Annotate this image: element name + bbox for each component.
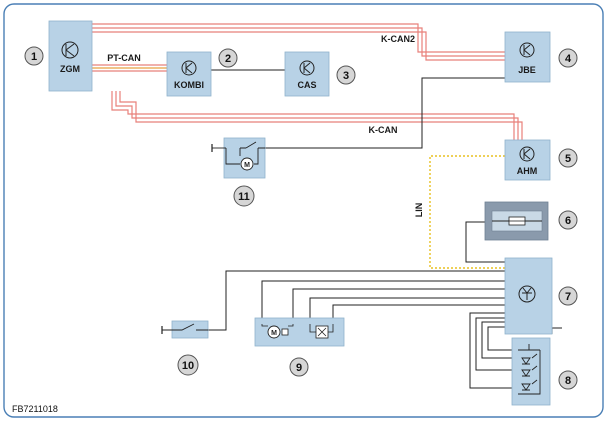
module-motor-unit: M (254, 317, 345, 347)
transistor-icon (181, 60, 197, 76)
jbe-motor-switch-wire (265, 77, 505, 149)
svg-text:4: 4 (565, 53, 572, 65)
transistor-icon (519, 146, 535, 162)
module-fuse-unit (484, 201, 549, 241)
k-can-bus (111, 91, 523, 140)
led-icon (521, 365, 538, 377)
number-bubble-2: 2 (218, 48, 238, 68)
svg-text:M: M (244, 162, 250, 169)
svg-text:9: 9 (296, 362, 302, 374)
kombi-label: KOMBI (174, 80, 204, 90)
svg-text:8: 8 (565, 375, 571, 387)
k-can2-bus (92, 23, 505, 61)
led-icon (521, 379, 538, 391)
module7-led-wires (469, 312, 562, 389)
number-bubble-5: 5 (558, 148, 578, 168)
svg-text:5: 5 (565, 153, 571, 165)
module-jbe: JBE (504, 31, 551, 83)
module-zgm: ZGM (48, 20, 93, 92)
number-bubble-11: 11 (233, 185, 255, 207)
lin-bus (429, 155, 505, 269)
motor-icon (240, 157, 254, 171)
svg-text:6: 6 (565, 215, 571, 227)
number-bubble-7: 7 (558, 286, 578, 306)
transistor-icon (299, 60, 315, 76)
motor-icon (267, 325, 281, 339)
number-bubble-1: 1 (24, 46, 44, 66)
ahm-label: AHM (517, 166, 538, 176)
pt-can-label: PT-CAN (107, 53, 141, 63)
led-icon (521, 353, 538, 365)
number-bubbles: 1 2 3 4 5 6 7 8 9 10 11 (24, 46, 578, 390)
number-bubble-9: 9 (289, 357, 309, 377)
svg-text:11: 11 (238, 191, 250, 203)
k-can2-label: K-CAN2 (381, 34, 415, 44)
svg-text:3: 3 (343, 70, 349, 82)
number-bubble-3: 3 (336, 65, 356, 85)
module-motor-switch: M (211, 137, 266, 179)
fuse-wire (465, 221, 505, 263)
svg-text:1: 1 (31, 51, 37, 63)
module-trailer (504, 257, 553, 335)
svg-text:7: 7 (565, 291, 571, 303)
diagram-frame (3, 3, 604, 418)
transistor-icon (519, 42, 535, 58)
lin-label: LIN (414, 203, 424, 218)
transistor-icon (61, 41, 79, 59)
zgm-label: ZGM (60, 64, 80, 74)
number-bubble-6: 6 (558, 210, 578, 230)
number-bubble-8: 8 (558, 370, 578, 390)
module-led-unit (511, 337, 551, 406)
number-bubble-4: 4 (558, 48, 578, 68)
module-kombi: KOMBI (166, 51, 212, 97)
transistor-icon (518, 285, 536, 303)
svg-text:2: 2 (225, 53, 231, 65)
k-can-label: K-CAN (369, 125, 398, 135)
module-switch (161, 320, 209, 339)
switch-icon (162, 323, 208, 331)
svg-text:10: 10 (182, 360, 194, 372)
cas-label: CAS (297, 80, 316, 90)
number-bubble-10: 10 (177, 354, 199, 376)
module-ahm: AHM (504, 139, 551, 181)
jbe-label: JBE (518, 65, 536, 75)
svg-text:M: M (271, 330, 277, 337)
figure-code: FB7211018 (12, 404, 58, 414)
module-cas: CAS (284, 51, 330, 97)
pt-can-bus (92, 64, 167, 72)
